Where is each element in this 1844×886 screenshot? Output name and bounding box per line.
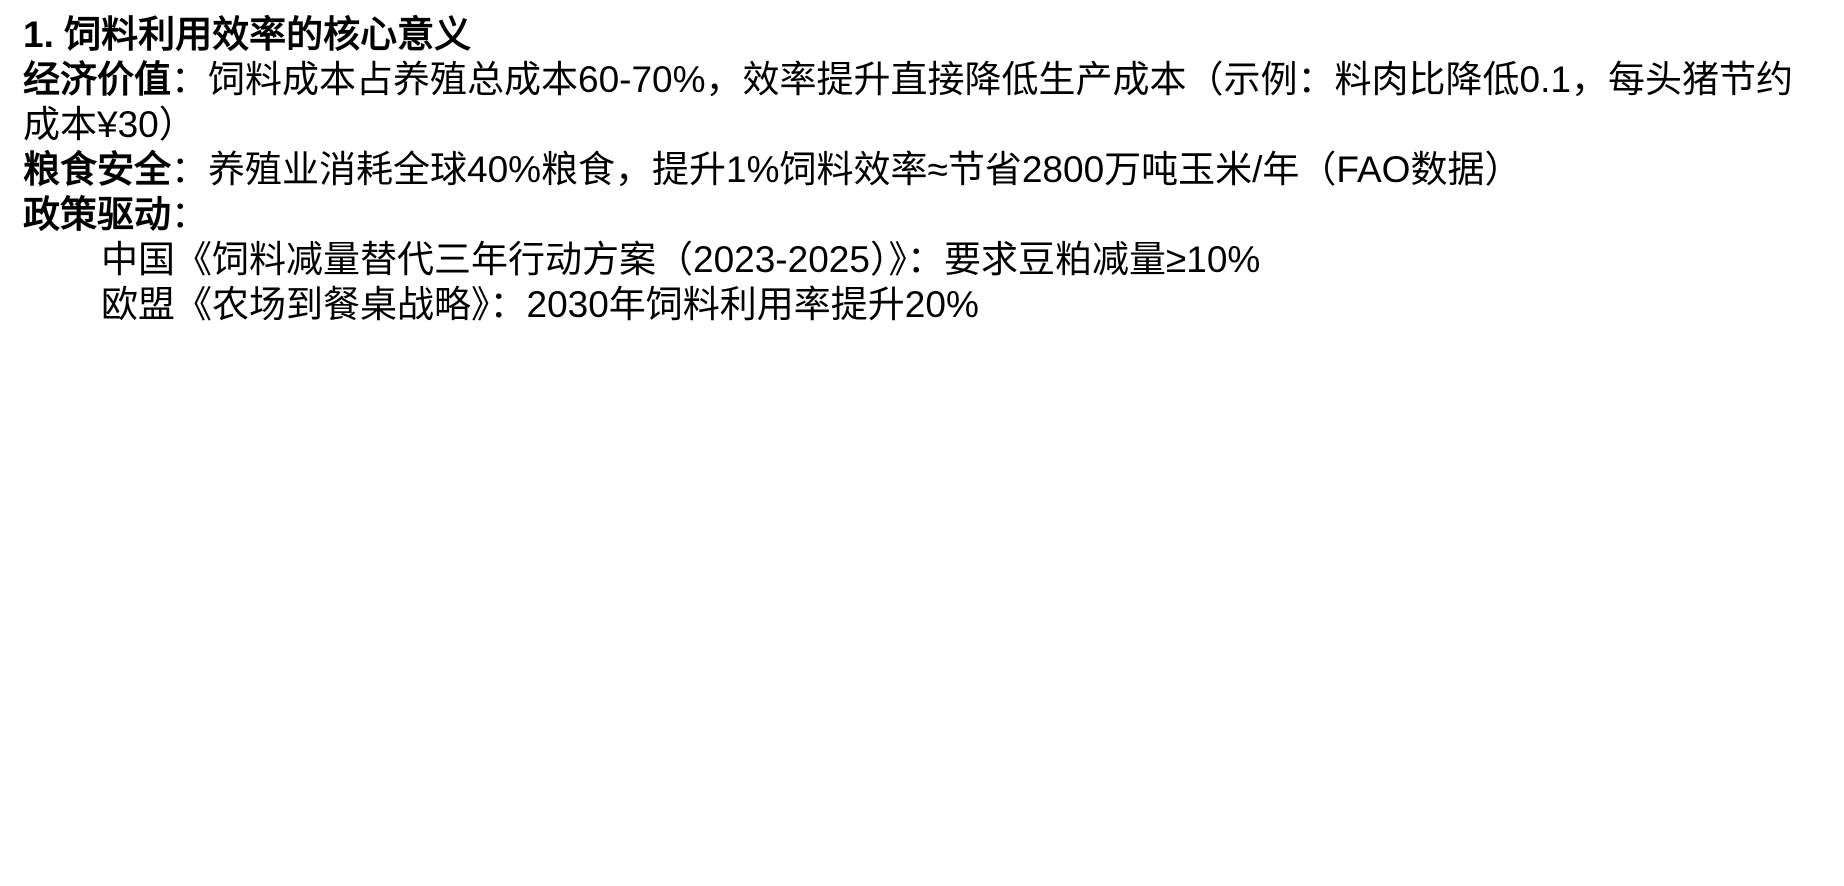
food-security-paragraph: 粮食安全：养殖业消耗全球40%粮食，提升1%饲料效率≈节省2800万吨玉米/年（… <box>23 147 1823 192</box>
economic-value-label: 经济价值 <box>23 59 171 100</box>
economic-value-paragraph: 经济价值：饲料成本占养殖总成本60-70%，效率提升直接降低生产成本（示例：料肉… <box>23 57 1823 147</box>
food-security-text: ：养殖业消耗全球40%粮食，提升1%饲料效率≈节省2800万吨玉米/年（FAO数… <box>171 149 1522 190</box>
policy-item-china: 中国《饲料减量替代三年行动方案（2023-2025）》：要求豆粕减量≥10% <box>101 239 1261 280</box>
policy-paragraph: 政策驱动： <box>23 192 1823 237</box>
food-security-label: 粮食安全 <box>23 149 171 190</box>
document-body: 1. 饲料利用效率的核心意义 经济价值：饲料成本占养殖总成本60-70%，效率提… <box>23 12 1823 327</box>
economic-value-text: ：饲料成本占养殖总成本60-70%，效率提升直接降低生产成本（示例：料肉比降低0… <box>23 59 1793 145</box>
policy-text: ： <box>171 194 208 235</box>
section-title: 1. 饲料利用效率的核心意义 <box>23 14 472 55</box>
policy-label: 政策驱动 <box>23 194 171 235</box>
policy-item-eu: 欧盟《农场到餐桌战略》：2030年饲料利用率提升20% <box>101 284 979 325</box>
